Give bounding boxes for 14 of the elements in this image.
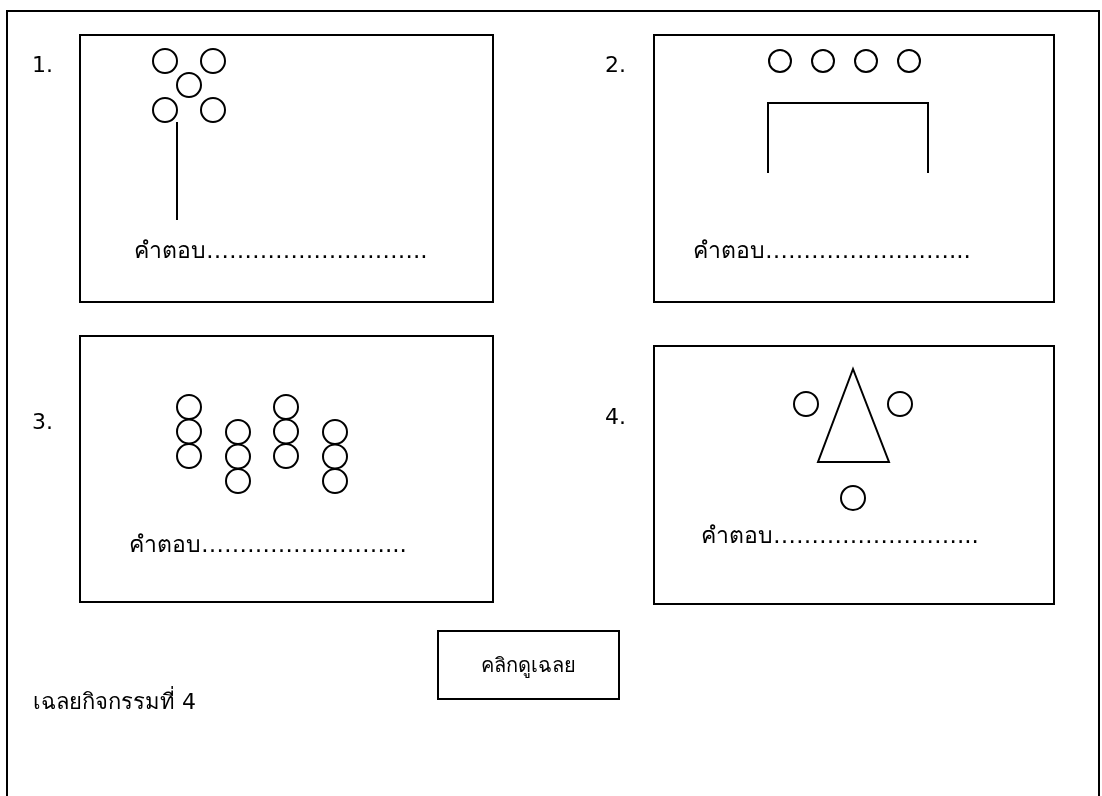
- question-panel: [653, 345, 1055, 605]
- answer-line: คำตอบ……………………...: [693, 236, 971, 264]
- question-number: 1.: [32, 51, 53, 79]
- question-panel: [653, 34, 1055, 303]
- activity-heading: เฉลยกิจกรรมที่ 4: [33, 688, 196, 716]
- question-number: 2.: [605, 51, 626, 79]
- answer-line: คำตอบ……………………...: [701, 521, 979, 549]
- answer-line: คำตอบ……………………...: [129, 530, 407, 558]
- answer-line: คำตอบ………………………..: [134, 236, 428, 264]
- question-number: 3.: [32, 408, 53, 436]
- question-panel: [79, 335, 494, 603]
- question-number: 4.: [605, 403, 626, 431]
- question-panel: [79, 34, 494, 303]
- answer-button: คลิกดูเฉลย: [437, 630, 620, 700]
